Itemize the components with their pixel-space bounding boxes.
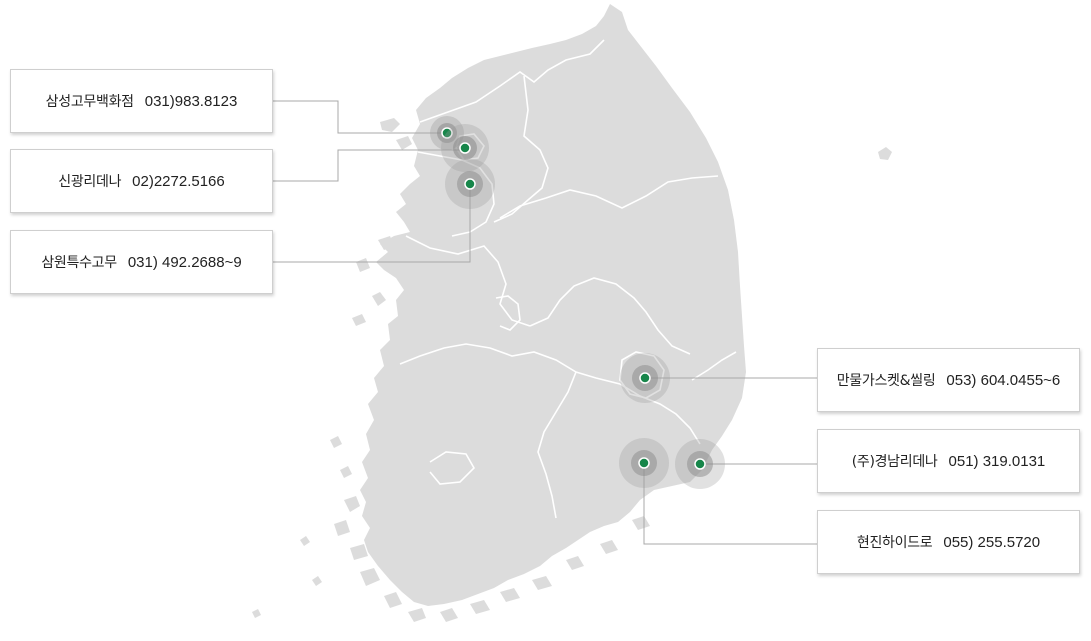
dealer-name: 현진하이드로	[856, 535, 933, 551]
dealer-name: 삼성고무백화점	[45, 94, 134, 110]
connector-0	[273, 100, 446, 134]
connector-2	[273, 184, 471, 263]
dealer-label-0[interactable]: 삼성고무백화점 031)983.8123	[10, 69, 273, 133]
marker-5[interactable]	[619, 438, 669, 488]
connector-lines	[273, 100, 817, 545]
marker-4[interactable]	[675, 439, 725, 489]
dealer-name: 만물가스켓&씰링	[836, 373, 936, 389]
marker-2[interactable]	[445, 159, 495, 209]
dealer-label-3[interactable]: 만물가스켓&씰링 053) 604.0455~6	[817, 348, 1080, 412]
dealer-label-1[interactable]: 신광리데나 02)2272.5166	[10, 149, 273, 213]
dealer-label-5[interactable]: 현진하이드로 055) 255.5720	[817, 510, 1080, 574]
connector-5	[643, 463, 817, 545]
province-borders	[399, 39, 737, 519]
dealer-phone: 055) 255.5720	[943, 533, 1041, 551]
islands	[252, 118, 892, 622]
location-markers	[430, 116, 725, 489]
mainland-shape	[360, 4, 746, 606]
dealer-phone: 02)2272.5166	[132, 172, 225, 190]
marker-1[interactable]	[441, 124, 489, 172]
dealer-phone: 031)983.8123	[144, 92, 238, 110]
dealer-label-4[interactable]: (주)경남리데나 051) 319.0131	[817, 429, 1080, 493]
dealer-phone: 053) 604.0455~6	[946, 371, 1061, 389]
dealer-phone: 051) 319.0131	[948, 452, 1046, 470]
connector-1	[273, 149, 465, 182]
dealer-name: 신광리데나	[58, 174, 122, 190]
dealer-name: 삼원특수고무	[41, 255, 117, 271]
dealer-phone: 031) 492.2688~9	[127, 253, 242, 271]
marker-3[interactable]	[620, 353, 670, 403]
dealer-label-2[interactable]: 삼원특수고무 031) 492.2688~9	[10, 230, 273, 294]
dealer-name: (주)경남리데나	[851, 454, 938, 470]
